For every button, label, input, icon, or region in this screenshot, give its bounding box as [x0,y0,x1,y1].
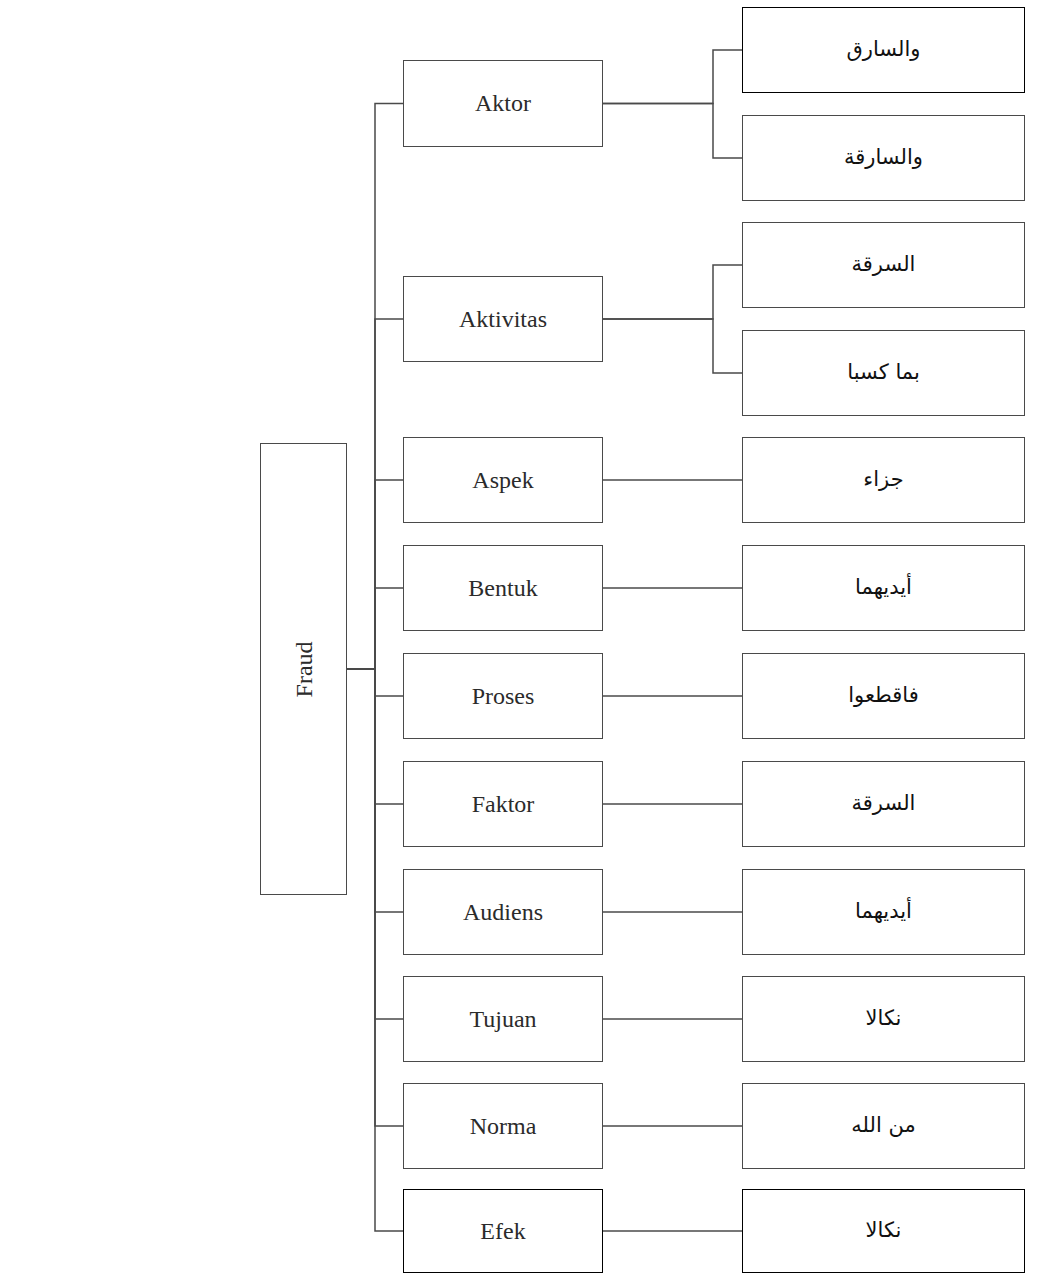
term-box: فاقطعوا [742,653,1025,739]
root-box: Fraud [260,443,347,895]
arabic-term: جزاء [863,467,903,492]
arabic-term: السرقة [852,252,916,277]
category-box: Tujuan [403,976,603,1062]
category-box: Aktor [403,60,603,147]
node-label: Aktivitas [459,305,547,334]
node-label: Faktor [472,790,535,819]
node-label: Proses [472,682,535,711]
tree-connector [603,695,742,697]
arabic-term: من الله [851,1113,915,1138]
arabic-term: فاقطعوا [848,683,919,708]
term-box: جزاء [742,437,1025,523]
arabic-term: أيديهما [855,575,912,600]
tree-connector [347,480,403,669]
category-box: Aktivitas [403,276,603,362]
term-box: بما كسبا [742,330,1025,416]
node-label: Norma [470,1112,537,1141]
tree-connector [603,104,742,159]
tree-connector [603,911,742,913]
term-box: أيديهما [742,545,1025,631]
category-box: Bentuk [403,545,603,631]
term-box: من الله [742,1083,1025,1169]
tree-connector [347,104,403,670]
tree-connector [603,319,742,373]
term-box: السرقة [742,222,1025,308]
node-label: Aktor [475,89,531,118]
arabic-term: بما كسبا [847,360,920,385]
tree-connector [603,479,742,481]
category-box: Aspek [403,437,603,523]
node-label: Fraud [289,641,318,697]
arabic-term: نكالا [866,1006,902,1031]
tree-connector [347,319,403,669]
tree-connector [603,1230,742,1232]
tree-connector [603,1018,742,1020]
term-box: والسارق [742,7,1025,93]
node-label: Bentuk [468,574,537,603]
tree-connector [603,50,742,104]
node-label: Efek [480,1217,525,1246]
arabic-term: والسارقة [844,145,923,170]
arabic-term: أيديهما [855,899,912,924]
category-box: Audiens [403,869,603,955]
node-label: Audiens [463,898,543,927]
category-box: Norma [403,1083,603,1169]
category-box: Faktor [403,761,603,847]
term-box: والسارقة [742,115,1025,201]
category-box: Efek [403,1189,603,1273]
tree-connector [603,265,742,319]
arabic-term: نكالا [866,1218,902,1243]
arabic-term: السرقة [852,791,916,816]
node-label: Tujuan [469,1005,536,1034]
tree-connector [347,588,403,669]
term-box: السرقة [742,761,1025,847]
arabic-term: والسارق [847,37,921,62]
node-label: Aspek [472,466,533,495]
tree-connector [603,587,742,589]
term-box: نكالا [742,976,1025,1062]
term-box: نكالا [742,1189,1025,1273]
tree-connector [347,669,403,1231]
tree-connector [603,1125,742,1127]
term-box: أيديهما [742,869,1025,955]
category-box: Proses [403,653,603,739]
tree-connector [603,803,742,805]
